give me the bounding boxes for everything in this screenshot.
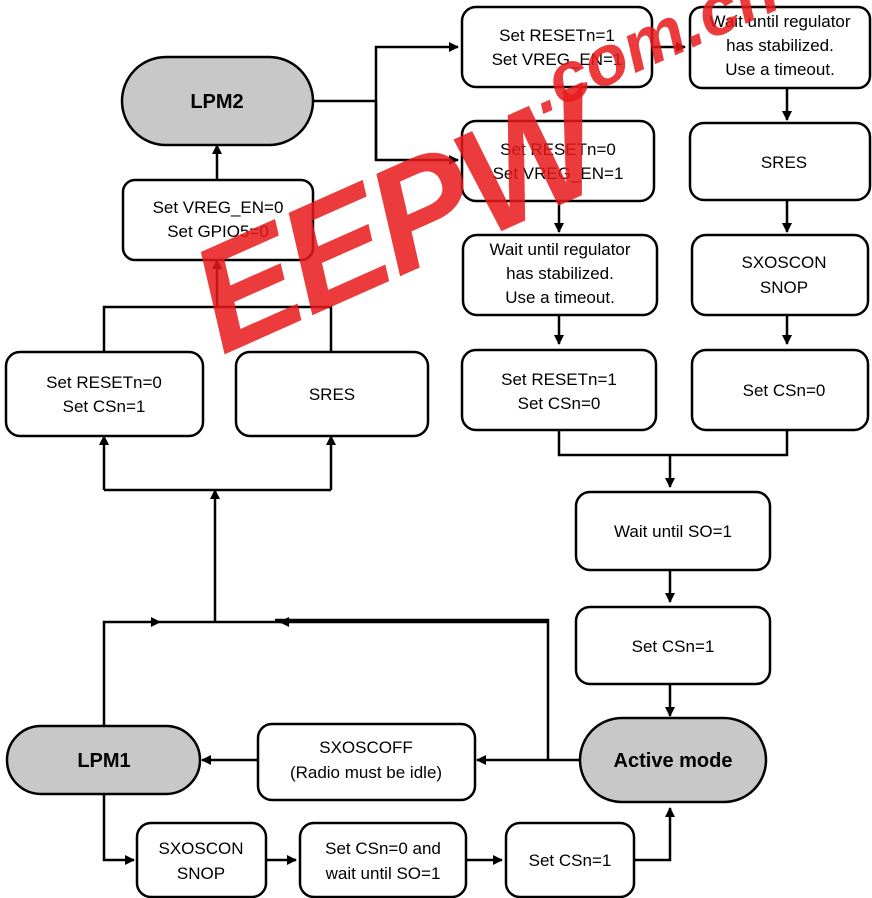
csn1-to-active-bottom-arrow — [634, 807, 675, 862]
box-line: Set VREG_EN=0 — [153, 198, 284, 217]
connectors — [99, 42, 792, 865]
box-line: Use a timeout. — [505, 288, 615, 307]
box-line: has stabilized. — [726, 36, 834, 55]
box-line: Set RESETn=0 — [46, 373, 162, 392]
box-wait-regulator-right: Wait until regulator has stabilized. Use… — [688, 5, 872, 90]
state-lpm2: LPM2 — [120, 55, 315, 147]
box-set-csn1-bottom: Set CSn=1 — [504, 821, 636, 898]
box-line: SNOP — [177, 864, 225, 883]
box-line: Set CSn=1 — [63, 397, 146, 416]
box-line: SRES — [761, 153, 807, 172]
box-line: SXOSCOFF — [319, 738, 413, 757]
box-line: Set RESETn=1 — [499, 26, 615, 45]
state-lpm1: LPM1 — [5, 724, 202, 796]
box-set-csn0: Set CSn=0 — [690, 348, 870, 432]
box-line: Use a timeout. — [725, 60, 835, 79]
state-label: LPM1 — [77, 750, 130, 772]
box-set-vreg-gpio: Set VREG_EN=0 Set GPIO5=0 — [121, 178, 315, 262]
box-line: Set RESETn=0 — [500, 140, 616, 159]
box-wait-so: Wait until SO=1 — [574, 490, 772, 572]
merge-line — [557, 430, 789, 457]
box-line: Set VREG_EN=1 — [493, 164, 624, 183]
box-line: SRES — [309, 385, 355, 404]
box-sres-left: SRES — [234, 350, 430, 438]
box-set-reset0-csn1: Set RESETn=0 Set CSn=1 — [4, 350, 205, 438]
state-label: LPM2 — [190, 91, 243, 113]
box-set-csn0-wait: Set CSn=0 and wait until SO=1 — [298, 821, 468, 898]
box-sxoscon-snop-right: SXOSCON SNOP — [690, 233, 870, 317]
box-sxoscon-snop-bottom: SXOSCON SNOP — [135, 821, 268, 898]
box-set-csn1-right: Set CSn=1 — [574, 605, 772, 686]
box-wait-regulator-mid: Wait until regulator has stabilized. Use… — [461, 233, 659, 317]
box-line: Wait until regulator — [709, 12, 850, 31]
box-line: Set VREG_EN=1 — [492, 50, 623, 69]
box-sxoscoff: SXOSCOFF (Radio must be idle) — [256, 722, 477, 802]
active-to-trunk-line — [275, 618, 550, 760]
box-set-reset1-vreg1: Set RESETn=1 Set VREG_EN=1 — [460, 5, 654, 89]
box-line: Set RESETn=1 — [501, 370, 617, 389]
box-line: Set CSn=1 — [529, 851, 612, 870]
box-line: Wait until regulator — [489, 240, 630, 259]
box-line: wait until SO=1 — [325, 864, 441, 883]
box-set-reset1-csn0: Set RESETn=1 Set CSn=0 — [460, 348, 658, 432]
box-line: Set GPIO5=0 — [167, 222, 269, 241]
box-line: Set CSn=0 and — [325, 839, 441, 858]
box-line: has stabilized. — [506, 264, 614, 283]
box-line: SNOP — [760, 278, 808, 297]
branch-to-set-reset0-arrow — [374, 101, 459, 165]
lpm1-to-sxoscon-arrow — [102, 794, 135, 865]
box-line: Set CSn=0 — [743, 381, 826, 400]
box-line: Set CSn=1 — [632, 637, 715, 656]
box-line: SXOSCON — [741, 253, 826, 272]
state-active-mode: Active mode — [578, 716, 768, 804]
box-sres-right: SRES — [688, 121, 872, 202]
box-line: SXOSCON — [158, 839, 243, 858]
box-line: Set CSn=0 — [518, 394, 601, 413]
lpm1-to-trunk-line — [102, 617, 161, 726]
state-label: Active mode — [614, 750, 733, 772]
box-set-reset0-vreg1: Set RESETn=0 Set VREG_EN=1 — [460, 119, 656, 203]
box-line: Wait until SO=1 — [614, 522, 732, 541]
box-line: (Radio must be idle) — [290, 763, 442, 782]
